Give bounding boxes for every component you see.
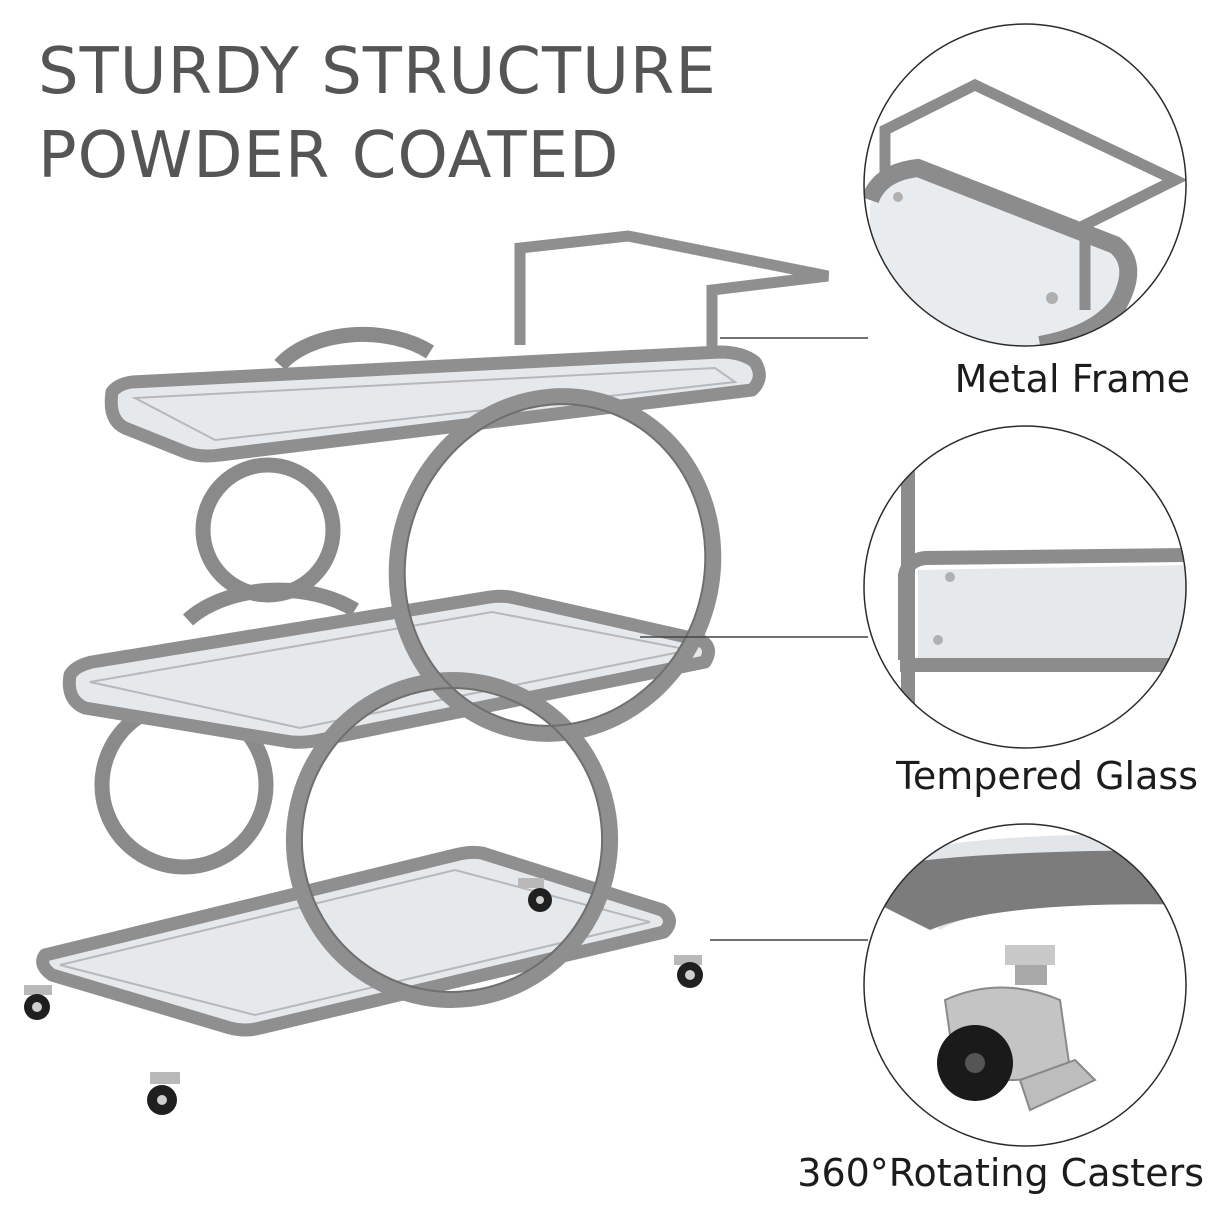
- glass-shelf-closeup: [863, 425, 1187, 749]
- rotating-casters-label: 360°Rotating Casters: [797, 1151, 1204, 1195]
- caster-wheel: [518, 878, 552, 912]
- caster-wheel-closeup: [863, 823, 1187, 1147]
- cart-casters: [24, 878, 703, 1115]
- bar-cart-image: [24, 230, 830, 1115]
- callout-lines: [640, 337, 868, 941]
- caster-wheel: [147, 1072, 180, 1115]
- headline-line-2: POWDER COATED: [38, 119, 620, 193]
- cart-front-rings: [285, 388, 722, 1008]
- tempered-glass-label: Tempered Glass: [896, 754, 1198, 798]
- cart-shelf-bottom: [36, 845, 676, 1037]
- metal-frame-label: Metal Frame: [954, 357, 1190, 401]
- cart-shelf-top: [104, 345, 766, 463]
- frame-handle-closeup: [863, 23, 1187, 347]
- cart-handle: [514, 230, 830, 380]
- caster-wheel: [24, 985, 52, 1020]
- headline-line-1: STURDY STRUCTURE: [38, 35, 717, 109]
- caster-wheel: [674, 955, 703, 988]
